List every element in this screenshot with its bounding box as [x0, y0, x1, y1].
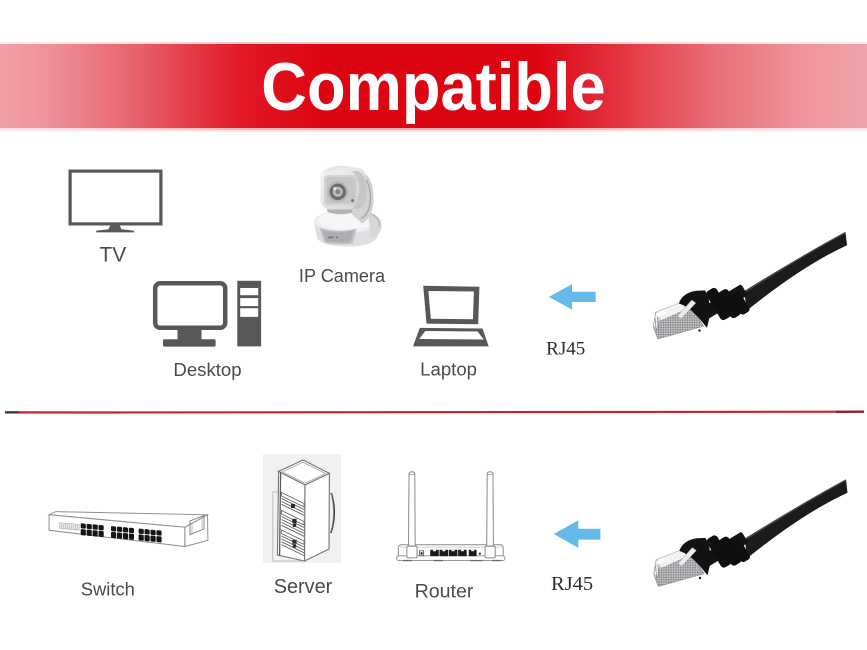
svg-text:RJ45: RJ45: [551, 573, 593, 595]
svg-text:IP Camera: IP Camera: [299, 266, 386, 286]
svg-text:RJ45: RJ45: [546, 339, 585, 360]
svg-text:Switch: Switch: [81, 578, 135, 599]
svg-text:Desktop: Desktop: [173, 359, 241, 380]
svg-text:Router: Router: [415, 581, 474, 603]
svg-text:Server: Server: [274, 576, 333, 598]
svg-text:Laptop: Laptop: [420, 358, 477, 379]
svg-text:TV: TV: [99, 243, 126, 266]
